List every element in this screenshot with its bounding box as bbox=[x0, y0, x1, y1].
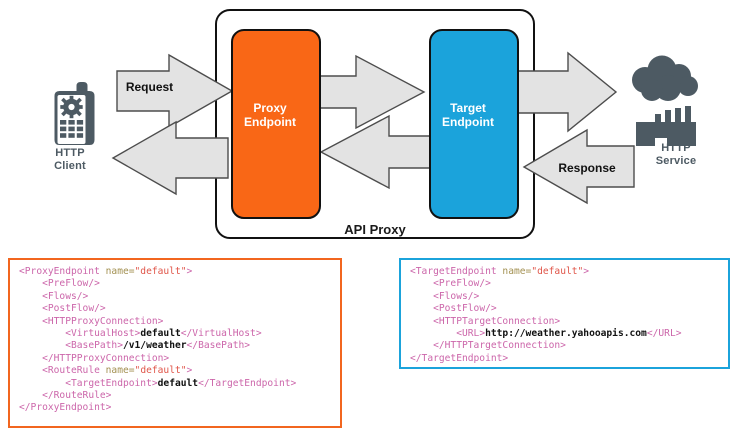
proxy-endpoint-code-block[interactable]: <ProxyEndpoint name="default"> <PreFlow/… bbox=[8, 258, 342, 428]
code-token: <RouteRule bbox=[42, 365, 106, 377]
code-token: <PostFlow/> bbox=[433, 303, 497, 315]
code-token: <BasePath> bbox=[65, 340, 123, 352]
api-proxy-label: API Proxy bbox=[344, 222, 406, 237]
code-token: </BasePath> bbox=[186, 340, 251, 352]
code-token bbox=[19, 291, 42, 302]
code-token: /v1/weather bbox=[122, 340, 187, 352]
target-endpoint-code-block[interactable]: <TargetEndpoint name="default"> <PreFlow… bbox=[399, 258, 730, 369]
code-token bbox=[410, 303, 433, 314]
request-arrow-label: Request bbox=[125, 80, 174, 94]
code-token: > bbox=[186, 365, 193, 377]
code-token bbox=[19, 328, 65, 339]
code-token bbox=[19, 278, 42, 289]
code-token: </VirtualHost> bbox=[180, 328, 262, 340]
factory-cloud-icon bbox=[632, 55, 698, 148]
client-return-arrow bbox=[111, 120, 229, 196]
code-token: </HTTPProxyConnection> bbox=[42, 352, 170, 364]
code-token: <Flows/> bbox=[42, 290, 89, 302]
code-token: </URL> bbox=[646, 328, 682, 340]
proxy-endpoint-label-line2: Endpoint bbox=[244, 115, 296, 129]
code-token: <VirtualHost> bbox=[65, 328, 141, 340]
code-token bbox=[410, 316, 433, 327]
proxy-endpoint-box[interactable] bbox=[231, 29, 321, 219]
http-client-label-line1: HTTP bbox=[55, 147, 85, 159]
code-token bbox=[19, 365, 42, 376]
http-service-label-line2: Service bbox=[655, 155, 697, 167]
code-token bbox=[410, 278, 433, 289]
response-arrow bbox=[632, 128, 634, 142]
target-to-proxy-arrow bbox=[319, 114, 431, 190]
code-token: <PreFlow/> bbox=[433, 278, 491, 290]
code-token: <TargetEndpoint bbox=[410, 266, 503, 277]
response-arrow-label: Response bbox=[558, 161, 616, 175]
code-token: default bbox=[140, 328, 181, 340]
code-token: <HTTPProxyConnection> bbox=[42, 315, 164, 327]
proxy-endpoint-label-line1: Proxy bbox=[253, 101, 287, 115]
code-token bbox=[19, 316, 42, 327]
code-token: <PostFlow/> bbox=[42, 303, 106, 315]
code-token: <Flows/> bbox=[433, 290, 480, 302]
code-token: </ProxyEndpoint> bbox=[19, 402, 112, 414]
code-token: </TargetEndpoint> bbox=[198, 377, 297, 389]
code-token: <TargetEndpoint> bbox=[65, 377, 158, 389]
code-token: name= bbox=[105, 266, 135, 277]
code-token: <ProxyEndpoint bbox=[19, 266, 106, 277]
mobile-phone-gear-icon bbox=[54, 82, 95, 145]
code-token: <PreFlow/> bbox=[42, 278, 100, 290]
code-token: "default" bbox=[531, 266, 584, 277]
code-token bbox=[19, 390, 42, 401]
code-token: </RouteRule> bbox=[42, 390, 112, 402]
target-endpoint-label-line1: Target bbox=[450, 101, 486, 115]
code-token: </HTTPTargetConnection> bbox=[433, 340, 566, 352]
code-token bbox=[19, 303, 42, 314]
http-client-label-line2: Client bbox=[54, 160, 86, 172]
code-token bbox=[19, 340, 65, 351]
code-token: "default" bbox=[134, 365, 187, 377]
code-token: http://weather.yahooapis.com bbox=[485, 328, 647, 340]
code-token: > bbox=[186, 266, 193, 277]
target-endpoint-box[interactable] bbox=[429, 29, 519, 219]
code-token bbox=[410, 328, 456, 339]
code-token bbox=[19, 353, 42, 364]
code-token: "default" bbox=[134, 266, 187, 277]
request-arrow bbox=[116, 53, 234, 129]
code-token: </TargetEndpoint> bbox=[410, 352, 509, 364]
code-token bbox=[19, 378, 65, 389]
code-token bbox=[410, 291, 433, 302]
code-token: default bbox=[157, 377, 199, 389]
diagram-canvas bbox=[54, 9, 698, 239]
proxy-to-target-arrow bbox=[314, 54, 426, 130]
target-to-service-arrow bbox=[516, 51, 618, 133]
code-token: name= bbox=[502, 266, 532, 277]
code-token: <HTTPTargetConnection> bbox=[433, 315, 561, 327]
http-service-label-line1: HTTP bbox=[661, 142, 691, 154]
response-arrow-body bbox=[522, 128, 635, 205]
code-token: > bbox=[583, 266, 590, 277]
code-token: <URL> bbox=[456, 328, 486, 340]
target-endpoint-label-line2: Endpoint bbox=[442, 115, 494, 129]
code-token bbox=[410, 340, 433, 351]
code-token: name= bbox=[105, 365, 135, 377]
